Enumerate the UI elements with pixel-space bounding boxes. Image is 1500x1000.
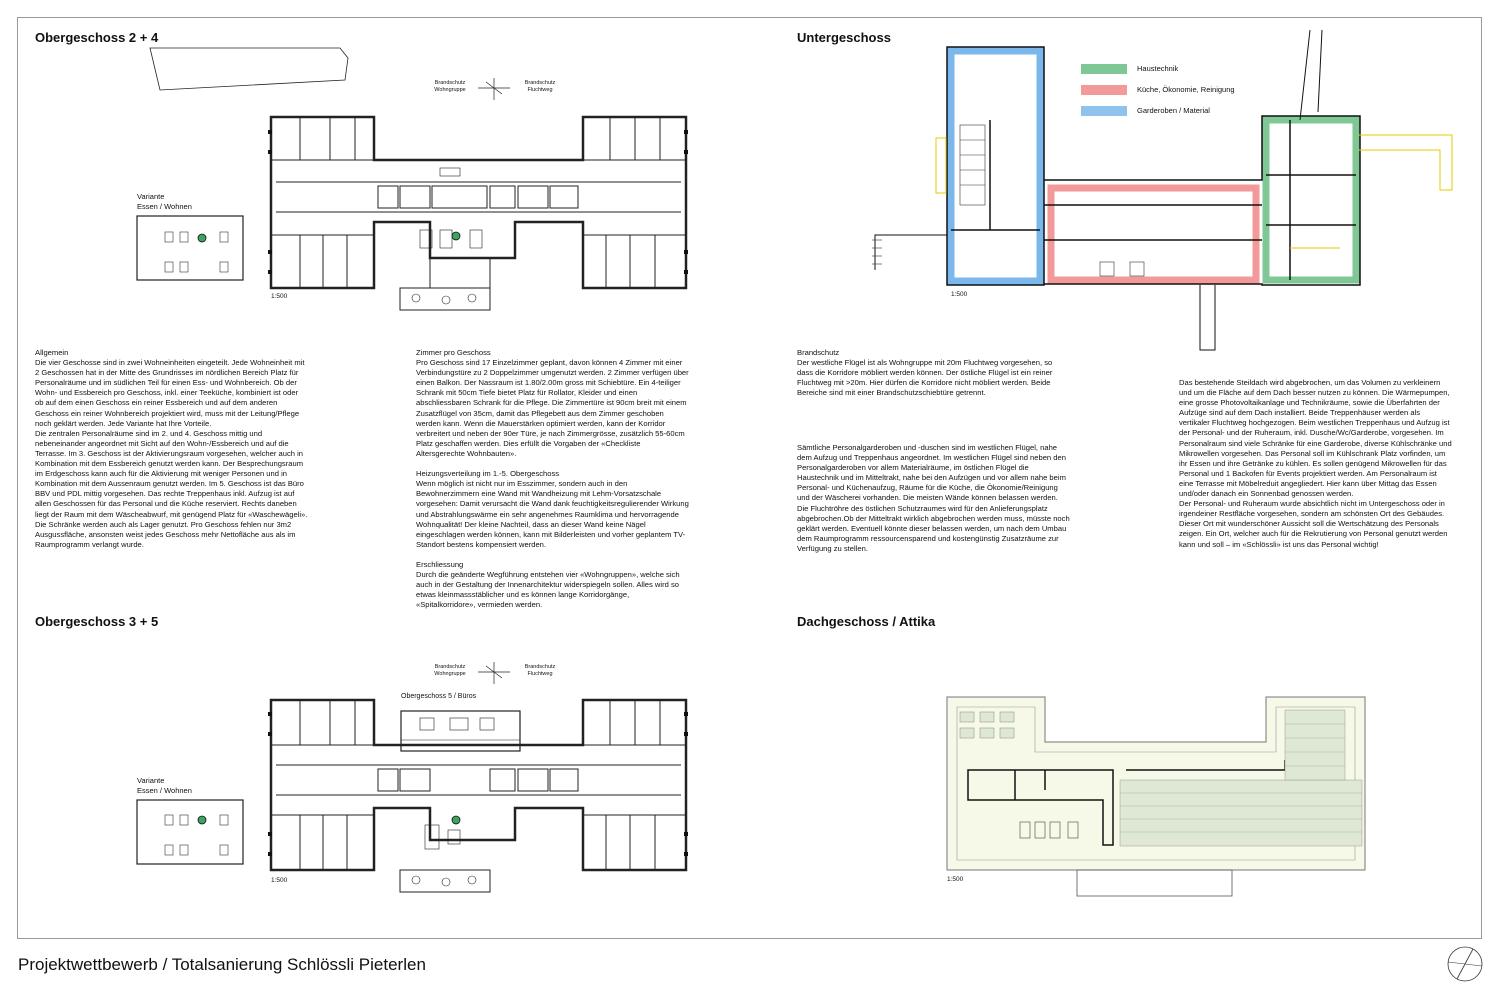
legend-swatch-kueche: [1081, 85, 1127, 95]
text-personal: Sämtliche Personalgarderoben und -dusche…: [797, 443, 1070, 553]
variant-og35-line1: Variante: [137, 776, 165, 785]
legend-swatch-garderoben: [1081, 106, 1127, 116]
legend-swatch-haustechnik: [1081, 64, 1127, 74]
sheet-frame: [17, 17, 1482, 939]
title-og24: Obergeschoss 2 + 4: [35, 30, 159, 45]
north-arrow-icon: [1447, 946, 1483, 982]
legend-label-kueche: Küche, Ökonomie, Reinigung: [1137, 85, 1235, 94]
scale-og35: 1:500: [271, 877, 288, 884]
scale-ug: 1:500: [951, 291, 968, 298]
inset-label-og5: Obergeschoss 5 / Büros: [401, 693, 477, 700]
text-brandschutz: Brandschutz Der westliche Flügel ist als…: [797, 348, 1053, 398]
variant-og35-line2: Essen / Wohnen: [137, 786, 192, 795]
variant-og24-line2: Essen / Wohnen: [137, 202, 192, 211]
title-dg: Dachgeschoss / Attika: [797, 614, 936, 629]
title-og35: Obergeschoss 3 + 5: [35, 614, 159, 629]
scale-og24: 1:500: [271, 293, 288, 300]
variant-og35-label: Variante Essen / Wohnen: [137, 776, 192, 796]
legend-label-garderoben: Garderoben / Material: [1137, 106, 1210, 115]
legend-label-haustechnik: Haustechnik: [1137, 64, 1179, 73]
variant-og24-line1: Variante: [137, 192, 165, 201]
scale-dg: 1:500: [947, 876, 964, 883]
text-allgemein: Allgemein Die vier Geschosse sind in zwe…: [35, 348, 308, 549]
text-dach: Das bestehende Steildach wird abgebroche…: [1179, 378, 1452, 549]
text-zimmer: Zimmer pro Geschoss Pro Geschoss sind 17…: [416, 348, 689, 610]
variant-og24-label: Variante Essen / Wohnen: [137, 192, 192, 212]
footer-title: Projektwettbewerb / Totalsanierung Schlö…: [18, 955, 426, 974]
title-ug: Untergeschoss: [797, 30, 891, 45]
